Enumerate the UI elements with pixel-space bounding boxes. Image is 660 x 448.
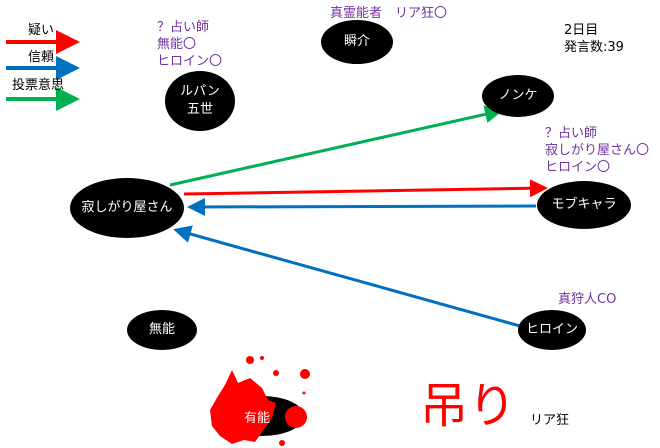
name-line: ルパン [180,84,220,99]
note-line: ヒロイン〇 [545,160,611,175]
node-mobu [537,181,631,229]
node-shunsuke [321,20,393,64]
name-line: 五世 [186,102,213,117]
note-line: 寂しがり屋さん〇 [545,143,650,158]
suspect-arrow-sabishi-to-mobu [183,179,548,198]
trust-arrow-heroine-to-sabishi [173,225,521,328]
note-line: 無能〇 [157,37,197,52]
legend-suspect-label: 疑い [28,23,55,38]
node-nonke-label: ノンケ [498,88,538,103]
note-line: ？占い師 [157,20,210,35]
note-line: ？占い師 [545,126,598,141]
shunsuke-note: 真霊能者 リア狂〇 [330,6,448,21]
trust-arrow-mobu-to-sabishi [187,197,537,216]
node-yuunou-label: 有能 [243,411,271,426]
legend-trust-label: 信頼 [28,50,55,65]
node-munou-label: 無能 [148,322,176,337]
note-line: ヒロイン〇 [157,54,223,69]
node-sabishi [70,178,184,238]
vote-arrow-sabishi-to-nonke [169,105,503,187]
node-shunsuke-label: 瞬介 [343,34,371,49]
node-munou [127,310,197,350]
node-lupin [165,71,235,131]
node-sabishi-label: 寂しがり屋さん [81,200,173,215]
node-lupin-label: ルパン 五世 [180,83,220,119]
legend-vote-label: 投票意思 [12,78,65,93]
day-label: 2日目 [564,23,599,38]
status-block: 2日目 発言数:39 [564,22,624,56]
node-mobu-label: モブキャラ [551,197,617,212]
mobu-note: ？占い師 寂しがり屋さん〇 ヒロイン〇 [545,125,649,176]
hanged-player: リア狂 [530,413,570,428]
node-heroine [518,310,586,350]
node-heroine-label: ヒロイン [525,322,579,337]
heroine-note: 真狩人CO [558,292,617,307]
hanged-label: 吊り [420,378,517,434]
blood-splatter [210,356,310,446]
post-count: 発言数:39 [564,40,624,55]
node-nonke [482,75,554,117]
lupin-note: ？占い師 無能〇 ヒロイン〇 [157,19,222,70]
